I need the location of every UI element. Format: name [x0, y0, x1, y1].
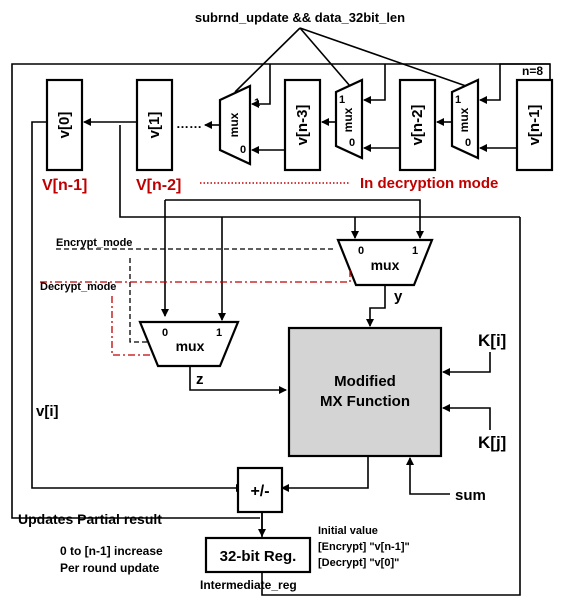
mux-y: mux 0 1 — [336, 238, 434, 287]
wire-mx-to-addsub — [281, 456, 369, 492]
svg-text:mux: mux — [457, 107, 471, 132]
svg-text:MX Function: MX Function — [320, 393, 410, 410]
init-title: Initial value — [318, 525, 378, 537]
ellipsis-dots: …… — [176, 116, 202, 131]
svg-text:Modified: Modified — [334, 373, 396, 390]
svg-text:1: 1 — [412, 245, 418, 257]
init-encrypt: [Encrypt] "v[n-1]" — [318, 541, 410, 553]
wire-vn1-feedback — [479, 63, 550, 104]
wire-ki — [442, 352, 491, 376]
shift-mux-2: mux 1 0 — [334, 78, 364, 160]
wire-muxz-to-mx — [189, 366, 287, 394]
select-line-3 — [299, 27, 467, 87]
svg-text:v[1]: v[1] — [146, 112, 163, 139]
register-vn1: v[n-1] — [515, 78, 554, 172]
svg-text:v[0]: v[0] — [56, 112, 73, 139]
svg-text:mux: mux — [227, 112, 241, 137]
register-vn3: v[n-3] — [283, 78, 322, 172]
top-signal-label: subrnd_update && data_32bit_len — [195, 10, 405, 25]
decrypt-label-v0: V[n-1] — [42, 177, 87, 194]
svg-text:0: 0 — [465, 137, 471, 149]
svg-text:+/-: +/- — [250, 483, 269, 500]
select-line-1 — [234, 27, 301, 93]
y-label: y — [394, 288, 403, 305]
wire-fb-mux2 — [363, 64, 386, 104]
addsub-block: +/- — [236, 466, 284, 514]
decrypt-mode-line — [40, 270, 351, 356]
ki-label: K[i] — [478, 331, 506, 350]
increase-label-2: Per round update — [60, 561, 160, 575]
shift-mux-3: mux 1 0 — [450, 78, 480, 160]
svg-text:1: 1 — [254, 97, 260, 109]
sum-label: sum — [455, 487, 486, 504]
register-v1: v[1] — [135, 78, 174, 172]
svg-text:mux: mux — [176, 338, 205, 354]
updates-partial-label: Updates Partial result — [18, 511, 162, 527]
wire-feedback-muxy-in1 — [165, 199, 424, 239]
encrypt-mode-line — [56, 248, 336, 343]
svg-text:1: 1 — [455, 94, 461, 106]
increase-label-1: 0 to [n-1] increase — [60, 544, 163, 558]
n-label: n=8 — [522, 64, 543, 78]
reg-32bit: 32-bit Reg. — [204, 536, 312, 574]
encrypt-mode-label: Encrypt_mode — [56, 237, 132, 249]
register-v0: v[0] — [45, 78, 84, 172]
svg-text:v[n-2]: v[n-2] — [409, 105, 426, 146]
wire-v0-out — [31, 121, 236, 489]
register-vn2: v[n-2] — [398, 78, 437, 172]
svg-text:32-bit Reg.: 32-bit Reg. — [220, 548, 297, 565]
wire-kj — [442, 404, 491, 430]
svg-text:0: 0 — [349, 137, 355, 149]
init-decrypt: [Decrypt] "v[0]" — [318, 557, 399, 569]
decrypt-label-v1: V[n-2] — [136, 177, 181, 194]
svg-text:mux: mux — [341, 107, 355, 132]
svg-text:0: 0 — [240, 144, 246, 156]
svg-text:mux: mux — [371, 257, 400, 273]
select-line-2 — [299, 27, 351, 87]
kj-label: K[j] — [478, 433, 506, 452]
wire-muxy-to-mx — [366, 285, 386, 327]
wire-sum — [406, 457, 450, 495]
decrypt-mode-label: In decryption mode — [360, 175, 498, 192]
svg-text:0: 0 — [358, 245, 364, 257]
z-label: z — [196, 371, 204, 388]
decrypt-mode-label: Decrypt_mode — [40, 281, 116, 293]
wire-fb-mux1 — [251, 64, 271, 108]
mx-function-block: Modified MX Function — [287, 326, 443, 458]
shift-mux-1: mux 1 0 — [218, 84, 260, 166]
svg-text:1: 1 — [216, 327, 222, 339]
svg-text:v[n-3]: v[n-3] — [294, 105, 311, 146]
vi-label: v[i] — [36, 403, 59, 420]
svg-text:1: 1 — [339, 94, 345, 106]
mux-z: mux 0 1 — [138, 320, 240, 368]
svg-text:0: 0 — [162, 327, 168, 339]
intermediate-reg-label: Intermediate_reg — [200, 578, 297, 592]
inner-loop-wire — [119, 125, 520, 218]
svg-text:v[n-1]: v[n-1] — [526, 105, 543, 146]
